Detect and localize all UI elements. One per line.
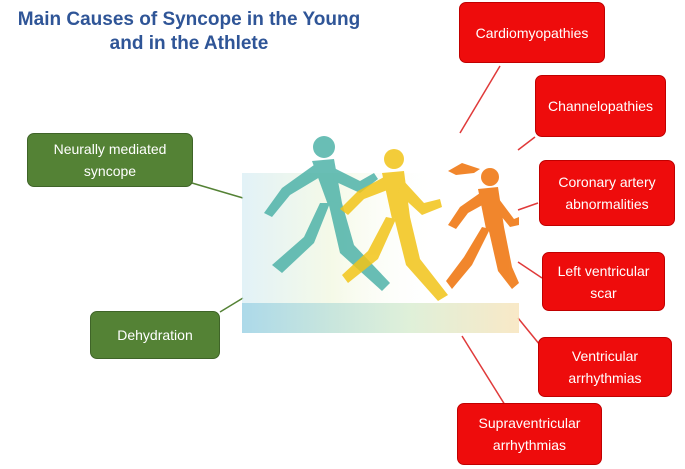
lv-scar-box: Left ventricular scar xyxy=(542,252,665,311)
connector-cardiomyopathies xyxy=(459,65,501,134)
channelopathies-box: Channelopathies xyxy=(535,75,666,137)
connector-channelopathies xyxy=(517,136,536,151)
running-athletes-illustration xyxy=(242,136,519,333)
title-line-2: and in the Athlete xyxy=(109,33,269,54)
neurally-mediated-box: Neurally mediated syncope xyxy=(27,133,193,187)
supraventricular-arrhythmias-box: Supraventricular arrhythmias xyxy=(457,403,602,465)
connector-neurally-mediated xyxy=(191,182,244,199)
cardiomyopathies-label: Cardiomyopathies xyxy=(475,24,589,41)
lv-scar-label: Left ventricular scar xyxy=(557,262,650,301)
neurally-mediated-label: Neurally mediated syncope xyxy=(53,141,167,179)
channelopathies-label: Channelopathies xyxy=(547,98,654,114)
supraventricular-arrhythmias-label: Supraventricular arrhythmias xyxy=(478,415,581,453)
cardiomyopathies-box: Cardiomyopathies xyxy=(459,2,605,63)
connector-coronary xyxy=(517,202,539,211)
coronary-artery-box: Coronary artery abnormalities xyxy=(539,160,675,226)
diagram-title: Main Causes of Syncope in the Young and … xyxy=(0,8,378,56)
connector-dehydration xyxy=(219,297,244,313)
runner-orange xyxy=(446,163,519,289)
dehydration-box: Dehydration xyxy=(90,311,220,359)
connector-ventricular xyxy=(517,317,541,346)
title-line-1: Main Causes of Syncope in the Young xyxy=(17,9,361,30)
coronary-artery-label: Coronary artery abnormalities xyxy=(558,174,656,212)
connector-lv-scar xyxy=(517,261,543,279)
dehydration-label: Dehydration xyxy=(117,327,193,343)
connector-supraventricular xyxy=(461,335,506,406)
ventricular-arrhythmias-label: Ventricular arrhythmias xyxy=(568,348,642,386)
ventricular-arrhythmias-box: Ventricular arrhythmias xyxy=(538,337,672,397)
runner-teal xyxy=(264,136,390,291)
runner-yellow xyxy=(340,149,448,301)
